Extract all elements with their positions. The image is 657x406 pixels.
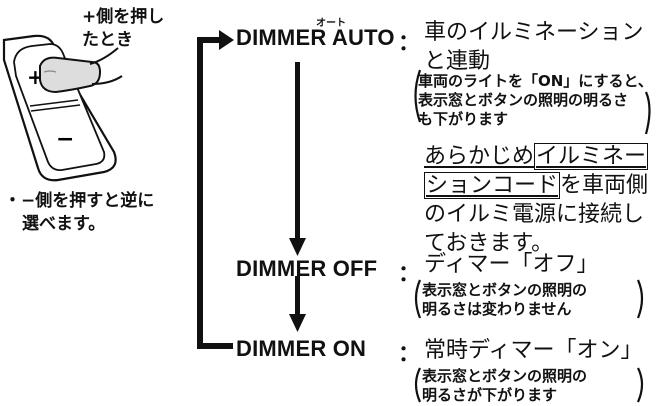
auto-description-line: と連動 <box>424 49 491 74</box>
colon: ： <box>398 31 421 56</box>
side-note-line: 選べます。 <box>22 214 106 234</box>
finger-icon <box>39 56 102 94</box>
on-note: 表示窓とボタンの照明の 明るさが下がります <box>422 367 587 405</box>
arrow-to-auto-icon <box>219 30 234 50</box>
button-caption-line: +側を押し <box>82 7 165 27</box>
extra-text: を車両側 <box>560 173 649 198</box>
minus-label: − <box>56 127 74 152</box>
auto-ruby: オート <box>316 18 346 29</box>
on-note-line: 明るさが下がります <box>422 386 558 404</box>
mode-dimmer-off: DIMMER OFF <box>236 256 378 281</box>
side-note: ・−側を押すと逆に 選べます。 <box>4 190 154 236</box>
colon: ： <box>398 262 421 287</box>
auto-description: 車のイルミネーション と連動 <box>424 18 644 76</box>
auto-note-line: 表示窓とボタンの照明の明るさ <box>418 91 629 109</box>
off-note: 表示窓とボタンの照明の 明るさは変わりません <box>422 281 587 319</box>
arrow-down-icon <box>289 314 306 332</box>
arrow-down-icon <box>289 238 306 256</box>
on-description: 常時ディマー「オン」 <box>424 338 643 363</box>
off-note-line: 明るさは変わりません <box>422 300 572 318</box>
mode-dimmer-on: DIMMER ON <box>236 336 367 361</box>
on-note-line: 表示窓とボタンの照明の <box>422 367 588 385</box>
auto-note-line: も下がります <box>418 110 509 128</box>
auto-extra-instruction: あらかじめイルミネー ションコードを車両側 のイルミ電源に接続し ておきます。 <box>424 142 649 258</box>
auto-note-line: 車両のライトを「ON」にすると、 <box>418 72 653 90</box>
auto-description-line: 車のイルミネーション <box>424 20 644 45</box>
extra-text: あらかじめ <box>424 144 535 169</box>
off-description: ディマー「オフ」 <box>424 252 599 277</box>
dimmer-button-illustration: + − <box>2 34 123 182</box>
off-note-line: 表示窓とボタンの照明の <box>422 281 588 299</box>
button-caption: +側を押し たとき <box>82 6 164 52</box>
auto-note: 車両のライトを「ON」にすると、 表示窓とボタンの照明の明るさ も下がります <box>418 72 653 129</box>
button-caption-line: たとき <box>82 30 133 50</box>
side-note-line: ・−側を押すと逆に <box>4 191 155 211</box>
mode-dimmer-auto: DIMMER AUTO <box>236 25 395 50</box>
extra-text-line: ておきます。 <box>424 231 554 256</box>
illumination-cord-term: イルミネー <box>534 143 649 170</box>
colon: ： <box>398 342 421 367</box>
illumination-cord-term: ションコード <box>424 172 561 199</box>
extra-text-line: のイルミ電源に接続し <box>424 202 645 227</box>
